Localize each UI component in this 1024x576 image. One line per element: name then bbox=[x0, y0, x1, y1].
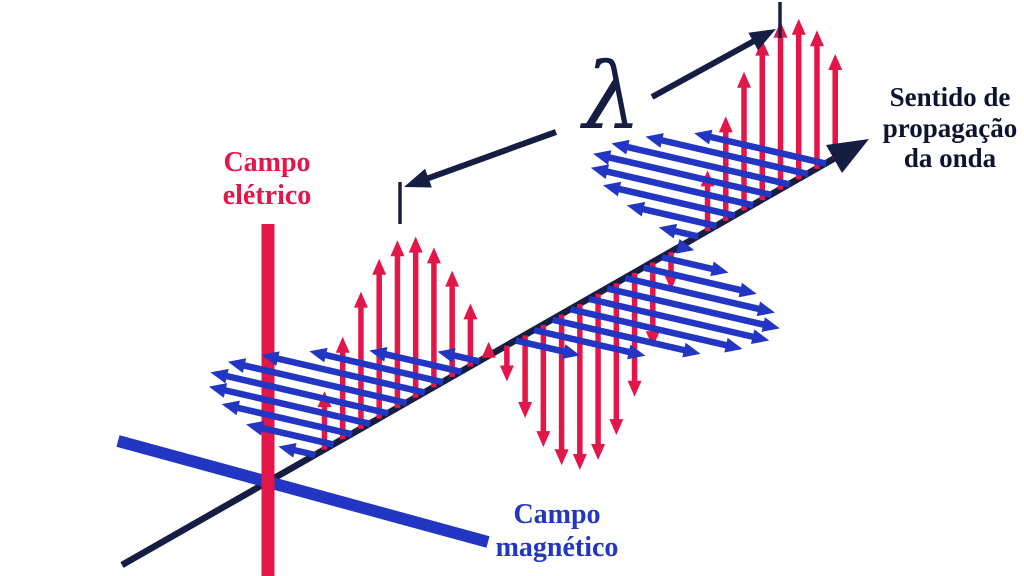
magnetic-field-arrow-shaft bbox=[703, 132, 827, 167]
propagation-label-line1: Sentido de bbox=[890, 82, 1011, 112]
electric-field-arrow-head bbox=[426, 247, 441, 264]
magnetic-field-arrow-shaft bbox=[620, 142, 791, 188]
magnetic-field-arrow-shaft bbox=[588, 295, 761, 342]
magnetic-field-arrow-head bbox=[738, 282, 757, 298]
magnetic-field-label-line1: Campo bbox=[513, 499, 600, 530]
wavelength-arrow-right-shaft bbox=[650, 33, 764, 100]
electric-field-arrow-head bbox=[445, 270, 460, 287]
magnetic-field-arrow-shaft bbox=[624, 274, 766, 314]
magnetic-field-arrow-shaft bbox=[515, 337, 571, 357]
magnetic-field-arrow-head bbox=[221, 400, 240, 416]
magnetic-field-arrow-head bbox=[627, 344, 646, 360]
magnetic-field-arrow-shaft bbox=[219, 371, 390, 417]
propagation-label-line3: da onda bbox=[904, 143, 997, 173]
magnetic-field-arrow-head bbox=[208, 383, 228, 398]
magnetic-field-arrow-shaft bbox=[642, 264, 748, 295]
magnetic-field-arrow-shaft bbox=[378, 349, 463, 375]
magnetic-field-arrow-shaft bbox=[318, 350, 444, 386]
magnetic-field-arrow-shaft bbox=[654, 135, 809, 178]
wavelength-arrow-left-shaft bbox=[417, 129, 558, 185]
electric-field-arrow-head bbox=[572, 454, 587, 471]
magnetic-field-arrow-shaft bbox=[270, 353, 426, 396]
magnetic-field-arrow-head bbox=[561, 344, 581, 359]
wavelength-symbol: λ bbox=[579, 43, 641, 150]
electric-field-arrow-head bbox=[755, 39, 770, 56]
magnetic-field-arrow-shaft bbox=[533, 326, 637, 357]
magnetic-field-label: Campo magnético bbox=[496, 499, 619, 563]
wavelength-dimension-arrows bbox=[404, 29, 776, 188]
electric-field-arrow-head bbox=[809, 30, 824, 47]
magnetic-field-arrow-head bbox=[246, 420, 265, 436]
magnetic-field-arrow-head bbox=[611, 139, 630, 155]
magnetic-field-arrow-shaft bbox=[636, 204, 718, 230]
electric-field-arrow-head bbox=[463, 303, 478, 320]
magnetic-field-arrow-head bbox=[658, 223, 678, 239]
electric-field-arrow-head bbox=[335, 336, 350, 353]
magnetic-field-arrow-shaft bbox=[661, 254, 720, 274]
magnetic-field-arrow-head bbox=[682, 342, 701, 358]
magnetic-field-arrow-head bbox=[761, 317, 780, 332]
magnetic-field-arrow-head bbox=[676, 239, 695, 254]
electric-field-arrow-head bbox=[609, 419, 624, 436]
electric-field-arrow-head bbox=[390, 240, 405, 257]
electric-field-arrow-head bbox=[828, 53, 843, 70]
magnetic-field-arrow-head bbox=[210, 368, 229, 384]
magnetic-field-arrow-head bbox=[724, 337, 743, 353]
electric-field-arrow-head bbox=[591, 444, 606, 461]
electric-field-arrow-head bbox=[499, 365, 514, 382]
magnetic-field-arrow-shaft bbox=[602, 152, 773, 199]
electric-field-arrow-head bbox=[627, 380, 642, 397]
magnetic-field-arrow-head bbox=[309, 347, 328, 363]
electric-field-arrow-head bbox=[791, 18, 806, 35]
propagation-label: Sentido de propagação da onda bbox=[883, 82, 1018, 173]
propagation-axis-line bbox=[120, 151, 844, 568]
propagation-label-line2: propagação bbox=[883, 113, 1018, 143]
magnetic-field-arrow-head bbox=[750, 329, 770, 345]
wavelength-arrow-right-head bbox=[748, 29, 776, 51]
magnetic-field-arrow-shaft bbox=[569, 306, 734, 350]
electric-field-arrow-head bbox=[481, 341, 496, 358]
magnetic-field-arrow-head bbox=[590, 164, 610, 179]
magnetic-field-arrow-head bbox=[278, 442, 297, 458]
magnetic-field-arrow-head bbox=[227, 358, 247, 373]
electric-field-arrow-head bbox=[372, 258, 387, 275]
electric-field-label-line2: elétrico bbox=[223, 180, 312, 211]
magnetic-field-arrow-head bbox=[593, 150, 612, 165]
magnetic-field-axis bbox=[116, 435, 490, 548]
propagation-arrowhead-icon bbox=[826, 139, 869, 173]
magnetic-field-arrow-head bbox=[756, 301, 775, 317]
electric-field-arrow-head bbox=[408, 236, 423, 253]
magnetic-field-arrow-shaft bbox=[237, 360, 408, 407]
electric-field-arrow-head bbox=[737, 71, 752, 88]
magnetic-field-arrow-head bbox=[261, 351, 280, 366]
magnetic-field-arrow-head bbox=[626, 201, 646, 217]
electric-field-arrow-head bbox=[645, 331, 660, 348]
electric-field-arrow-head bbox=[554, 449, 569, 466]
electric-field-arrow-head bbox=[518, 401, 533, 418]
magnetic-field-arrow-shaft bbox=[551, 316, 692, 355]
magnetic-field-arrow-head bbox=[710, 261, 729, 277]
electric-field-label: Campo elétrico bbox=[223, 147, 312, 211]
magnetic-field-arrow-head bbox=[369, 347, 388, 362]
magnetic-field-arrow-head bbox=[602, 181, 622, 197]
magnetic-field-arrow-head bbox=[694, 129, 713, 145]
magnetic-field-arrow-head bbox=[645, 133, 664, 148]
magnetic-field-label-line2: magnético bbox=[496, 532, 619, 563]
magnetic-field-arrow-shaft bbox=[600, 166, 754, 209]
electric-field-label-line1: Campo bbox=[223, 147, 310, 178]
wave-field-arrows bbox=[208, 18, 843, 471]
magnetic-field-arrow-shaft bbox=[612, 184, 736, 219]
magnetic-field-arrow-shaft bbox=[606, 285, 771, 330]
electric-field-arrow-head bbox=[536, 431, 551, 448]
magnetic-field-arrow-head bbox=[437, 348, 456, 363]
electric-field-arrow-head bbox=[718, 116, 733, 133]
magnetic-field-arrow-shaft bbox=[255, 423, 335, 448]
magnetic-field-arrow-shaft bbox=[230, 403, 353, 438]
magnetic-field-arrow-shaft bbox=[218, 385, 371, 427]
wavelength-dimension: λ bbox=[398, 2, 782, 224]
electric-field-arrow-head bbox=[353, 291, 368, 308]
wavelength-arrow-left-head bbox=[404, 168, 432, 188]
